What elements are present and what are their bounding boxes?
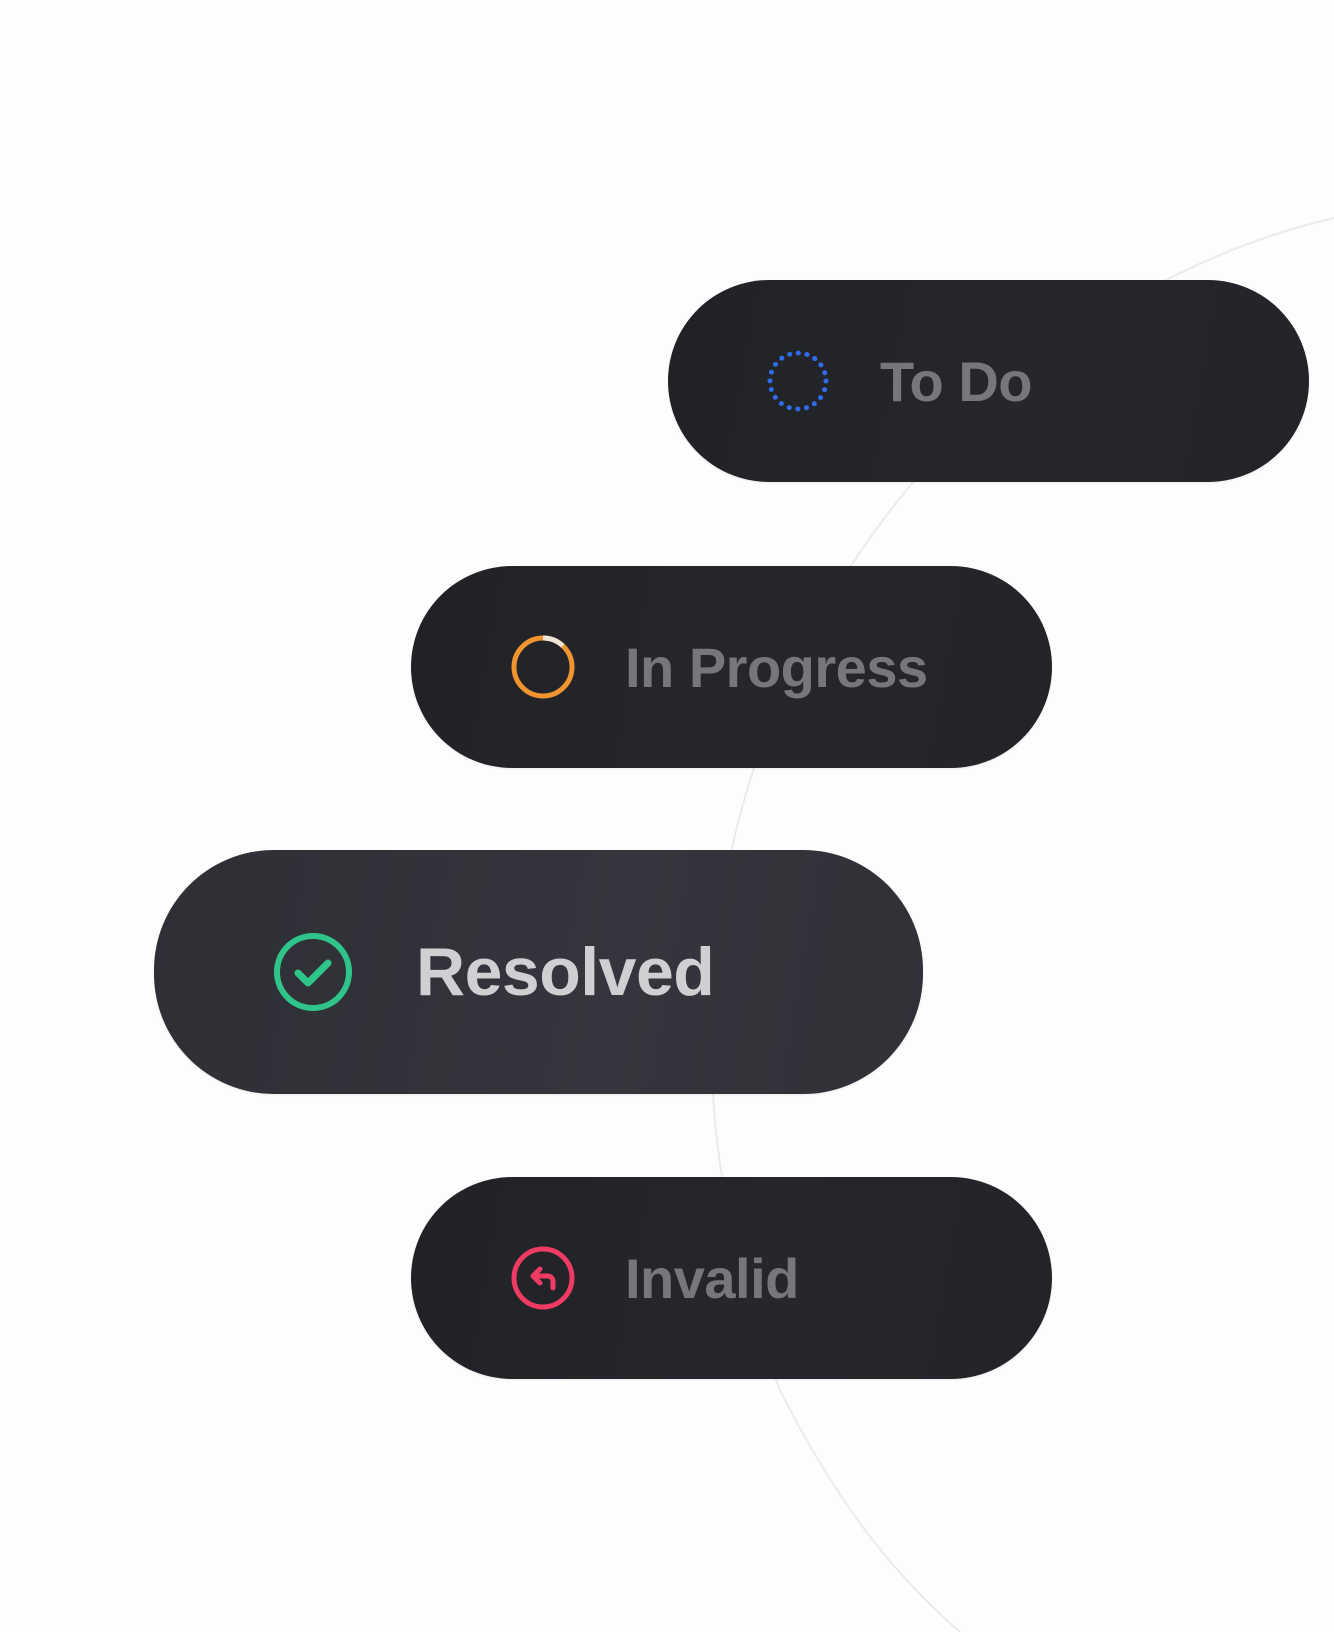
status-label-resolved: Resolved — [416, 934, 715, 1010]
status-label-in-progress: In Progress — [625, 635, 928, 699]
status-option-todo[interactable]: To Do — [668, 280, 1309, 482]
status-label-invalid: Invalid — [625, 1246, 799, 1310]
status-label-todo: To Do — [880, 349, 1032, 413]
status-option-in-progress[interactable]: In Progress — [411, 566, 1052, 768]
status-option-invalid[interactable]: Invalid — [411, 1177, 1052, 1379]
dotted-circle-icon — [766, 349, 830, 413]
progress-ring-icon — [509, 633, 577, 701]
status-option-resolved[interactable]: Resolved — [154, 850, 923, 1094]
check-circle-icon — [272, 931, 354, 1013]
undo-arrow-circle-icon — [509, 1244, 577, 1312]
